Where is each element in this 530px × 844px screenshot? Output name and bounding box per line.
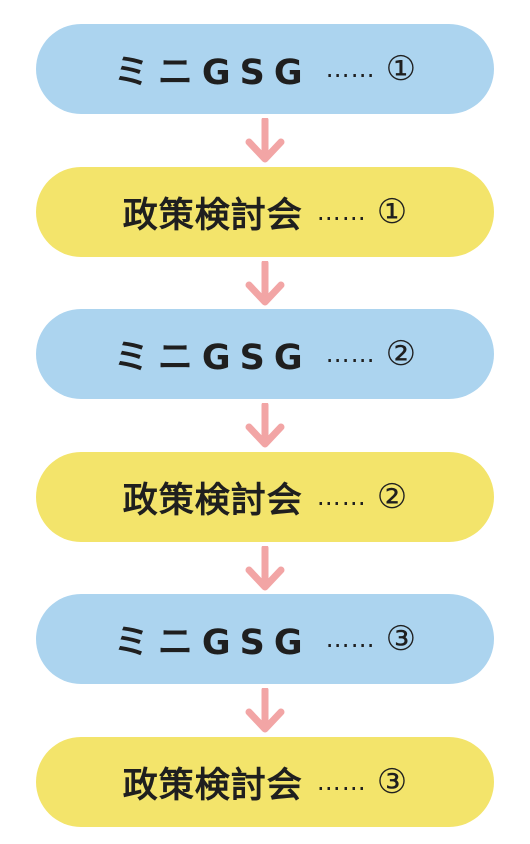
step-number: ③ — [385, 619, 417, 659]
step-dots: …… — [316, 483, 367, 511]
step-mini-gsg-3: ミニGSG …… ③ — [36, 594, 494, 684]
step-dots: …… — [325, 55, 376, 83]
step-label: ミニGSG — [113, 622, 312, 663]
step-policy-meeting-1: 政策検討会 …… ① — [36, 167, 494, 257]
step-number: ① — [385, 49, 417, 89]
down-arrow-icon — [245, 403, 285, 448]
step-label: 政策検討会 — [122, 195, 303, 236]
step-policy-meeting-2: 政策検討会 …… ② — [36, 452, 494, 542]
step-mini-gsg-1: ミニGSG …… ① — [36, 24, 494, 114]
down-arrow-icon — [245, 261, 285, 306]
step-label: 政策検討会 — [122, 480, 303, 521]
step-policy-meeting-3: 政策検討会 …… ③ — [36, 737, 494, 827]
step-dots: …… — [316, 768, 367, 796]
down-arrow-icon — [245, 688, 285, 733]
step-label: 政策検討会 — [122, 765, 303, 806]
step-label: ミニGSG — [113, 52, 312, 93]
step-label: ミニGSG — [113, 337, 312, 378]
down-arrow-icon — [245, 118, 285, 163]
step-number: ② — [385, 334, 417, 374]
step-dots: …… — [316, 198, 367, 226]
step-mini-gsg-2: ミニGSG …… ② — [36, 309, 494, 399]
step-number: ① — [376, 192, 408, 232]
step-number: ② — [376, 477, 408, 517]
step-dots: …… — [325, 340, 376, 368]
down-arrow-icon — [245, 546, 285, 591]
step-dots: …… — [325, 625, 376, 653]
step-number: ③ — [376, 762, 408, 802]
